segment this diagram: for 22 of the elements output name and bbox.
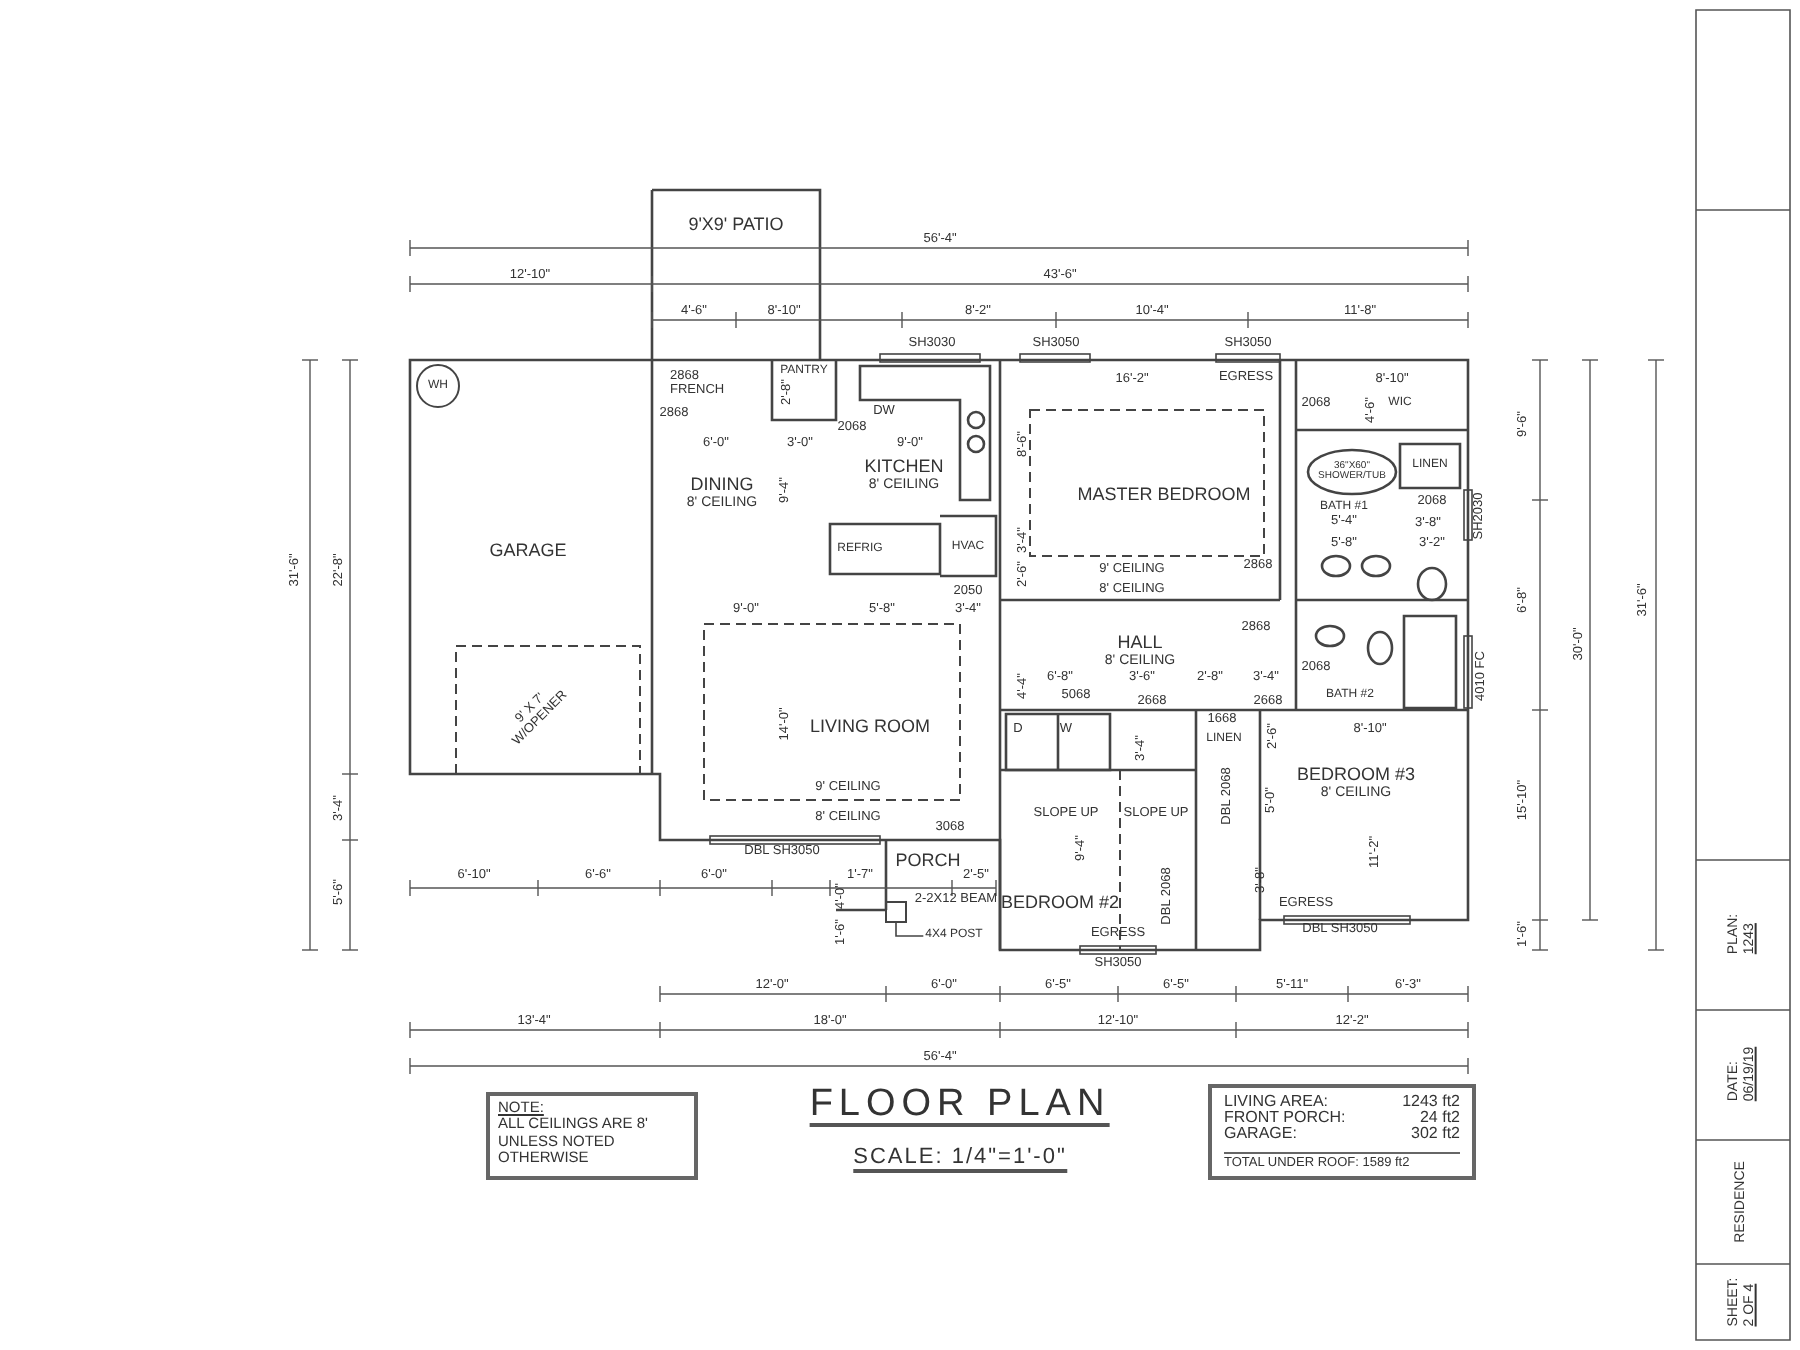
room-name: PORCH — [895, 852, 961, 872]
leader-line — [895, 922, 925, 937]
scale-note: SCALE: 1/4"=1'-0" — [853, 1147, 1067, 1173]
room-name: DINING — [688, 476, 756, 496]
room-name: MASTER BEDROOM — [1077, 486, 1251, 506]
drawing-title: FLOOR PLAN — [809, 1085, 1111, 1127]
room-name: BEDROOM #3 — [1297, 766, 1415, 786]
room-name: HALL — [1115, 634, 1165, 654]
area-table-text: 1243 ft2 — [1402, 1094, 1460, 1110]
area-table-text: 302 ft2 — [1409, 1126, 1460, 1142]
area-table-text: LIVING AREA: — [1224, 1094, 1331, 1110]
room-name: GARAGE — [489, 542, 567, 562]
area-table-text: 24 ft2 — [1417, 1110, 1460, 1126]
room-name: BEDROOM #2 — [1001, 894, 1119, 914]
area-table-text: GARAGE: — [1224, 1126, 1299, 1142]
post-symbol — [885, 901, 907, 923]
note-box — [486, 1092, 698, 1180]
room-name: KITCHEN — [864, 458, 944, 478]
room-name: 9'X9' PATIO — [688, 216, 784, 236]
area-table — [1208, 1084, 1476, 1180]
area-table-text: FRONT PORCH: — [1224, 1110, 1348, 1126]
room-name: LIVING ROOM — [810, 718, 930, 738]
